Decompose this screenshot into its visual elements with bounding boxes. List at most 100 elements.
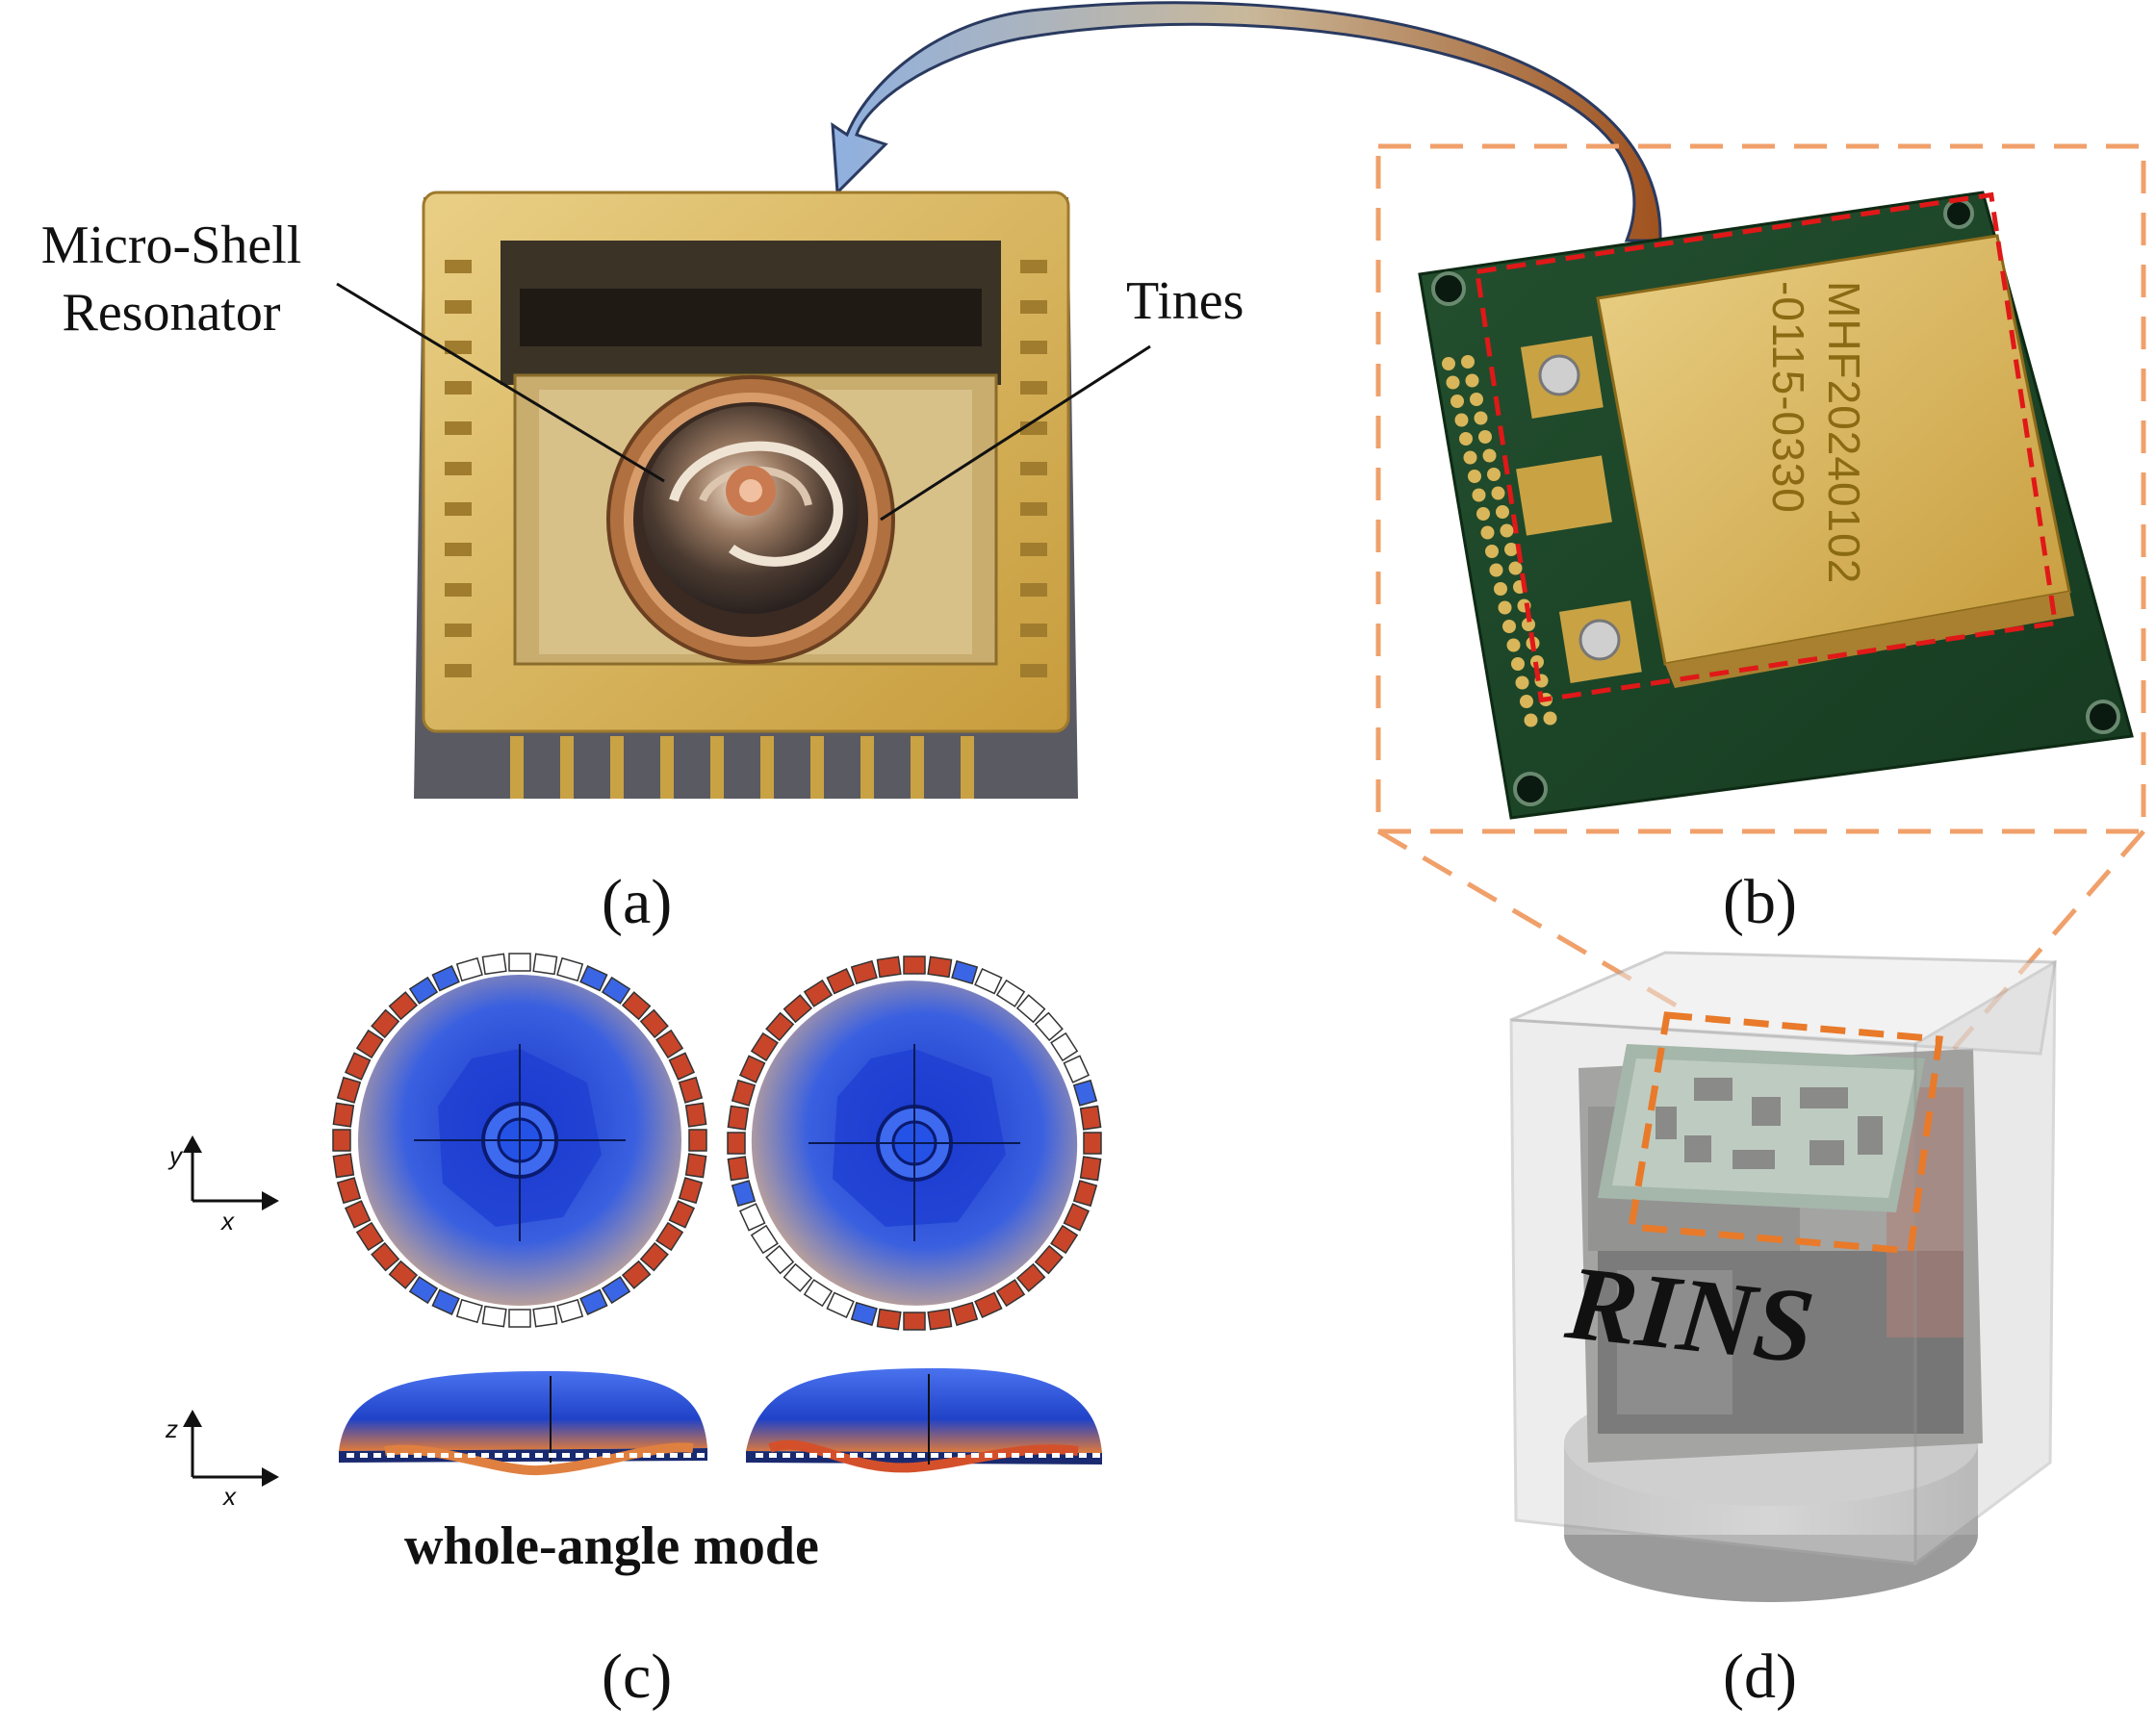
package-pin [445, 260, 472, 273]
mode-side-right [746, 1368, 1102, 1473]
side-tick [998, 1453, 1006, 1458]
mode-ring-top-right [727, 955, 1102, 1331]
pcb-component [1732, 1150, 1775, 1169]
side-tick [836, 1453, 844, 1458]
mode-ring-segment [388, 991, 419, 1021]
package-pin [1020, 381, 1047, 395]
side-tick [400, 1453, 408, 1458]
mode-ring-segment [1072, 1180, 1098, 1208]
side-tick [414, 1453, 422, 1458]
side-tick [360, 1453, 368, 1458]
side-tick [783, 1453, 790, 1458]
pcb-pad [1504, 543, 1518, 556]
package-pins-right [1020, 260, 1047, 677]
mode-ring-segment [731, 1180, 757, 1208]
mode-ring-segment [508, 1309, 531, 1328]
panel-label-d: (d) [1723, 1642, 1797, 1712]
mode-ring-segment [803, 979, 834, 1007]
package-pin [445, 624, 472, 637]
pcb-component [1656, 1107, 1677, 1139]
side-tick [1065, 1453, 1073, 1458]
axes-bottom [183, 1410, 279, 1487]
side-tick [562, 1453, 570, 1458]
mode-ring-segment [408, 1276, 439, 1305]
axes-top [183, 1135, 279, 1210]
side-tick [683, 1453, 691, 1458]
package-pin [1020, 260, 1047, 273]
package-pin [445, 502, 472, 516]
side-tick [809, 1453, 817, 1458]
pcb-component [1684, 1135, 1711, 1162]
mode-ring-segment [621, 991, 652, 1021]
package-pin [710, 736, 724, 799]
mode-ring-segment [1063, 1055, 1091, 1083]
pcb-pad [1472, 488, 1486, 502]
side-tick [387, 1453, 395, 1458]
mode-shape-top-left [332, 953, 707, 1328]
side-tick [931, 1453, 938, 1458]
chip-marking: MHF20240102 -0115-0330 [1760, 281, 1872, 584]
mode-ring-segment [826, 1291, 855, 1319]
package-pin [445, 664, 472, 677]
resonator-package-photo [414, 191, 1078, 799]
side-tick [796, 1453, 804, 1458]
package-pin [860, 736, 874, 799]
package-pin [610, 736, 624, 799]
mode-ring-segment [731, 1079, 757, 1107]
pcb-pad [1459, 432, 1473, 446]
package-pin [1020, 300, 1047, 314]
package-pin [445, 381, 472, 395]
mode-ring-segment [783, 1262, 813, 1292]
pcb-pad [1508, 561, 1523, 575]
pcb-component [1752, 1097, 1781, 1126]
mode-ring-segment [455, 956, 483, 982]
mode-ring-segment [336, 1177, 362, 1205]
mode-ring-segment [668, 1200, 696, 1229]
side-tick [346, 1453, 354, 1458]
mode-ring-segment [1083, 1132, 1102, 1155]
mode-ring-segment [344, 1052, 372, 1081]
pcb-pad [1502, 620, 1516, 633]
mode-ring-segment [1079, 1105, 1102, 1131]
side-tick [629, 1453, 637, 1458]
side-tick [944, 1453, 952, 1458]
mode-ring-segment [1072, 1079, 1098, 1107]
package-pin [445, 543, 472, 556]
chip-marking-line1: MHF20240102 [1819, 281, 1869, 585]
side-tick [890, 1453, 898, 1458]
mode-ring-segment [974, 1291, 1003, 1319]
mode-ring-segment [974, 967, 1003, 995]
pcb-pad [1496, 505, 1509, 519]
pcb-pad [1482, 448, 1497, 463]
mode-caption: whole-angle mode [404, 1516, 819, 1576]
pcb-pad [1543, 711, 1557, 726]
mode-ring-segment [621, 1260, 652, 1289]
rins-assembly [1509, 951, 2057, 1602]
side-tick [656, 1453, 664, 1458]
pcb-pad [1474, 411, 1488, 425]
side-tick [603, 1453, 610, 1458]
mode-ring-segment [355, 1221, 384, 1252]
mode-ring-segment [431, 1288, 460, 1316]
pcb-pad [1442, 357, 1455, 370]
side-tick [1079, 1453, 1087, 1458]
side-tick [481, 1453, 489, 1458]
mode-ring-segment [684, 1153, 707, 1179]
mode-ring-segment [727, 1156, 750, 1182]
mode-ring-segment [903, 1312, 926, 1331]
mode-ring-segment [927, 1308, 953, 1331]
mode-ring-segment [481, 1305, 507, 1328]
mode-ring-segment [332, 1129, 351, 1152]
side-ticks-right [756, 1453, 1100, 1458]
mode-ring-segment [750, 1224, 779, 1255]
mode-ring-segment [1063, 1203, 1091, 1232]
mode-ring-segment [371, 1008, 400, 1039]
callout-shell-line2: Resonator [62, 283, 281, 343]
rins-label: RINS [1561, 1242, 1820, 1387]
axis-label-z: z [166, 1414, 178, 1443]
mode-ring-segment [1015, 994, 1046, 1024]
mode-ring-segment [431, 964, 460, 992]
pcb-pad [1450, 395, 1464, 408]
mode-ring-segment [727, 1132, 746, 1155]
